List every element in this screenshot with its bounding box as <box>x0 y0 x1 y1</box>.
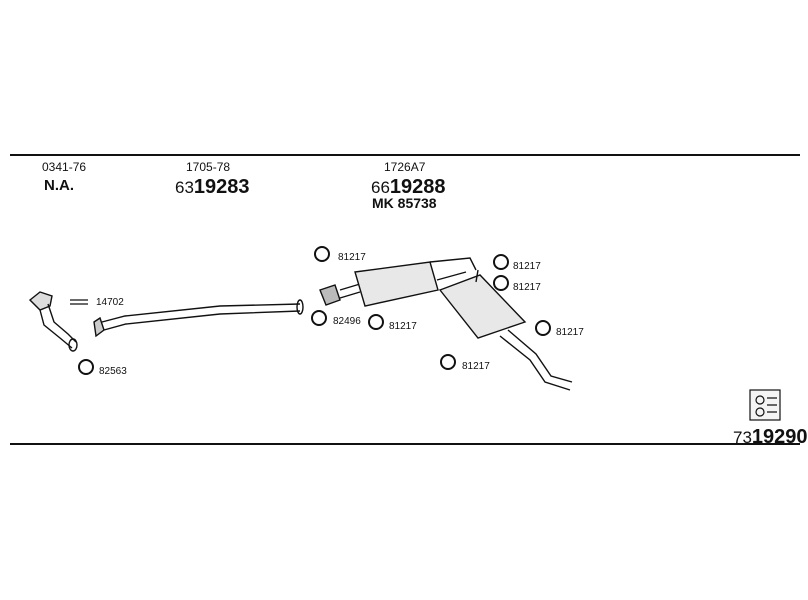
top-rule <box>10 154 800 156</box>
clamp-ring-f <box>440 354 456 370</box>
kit-icon <box>749 389 781 421</box>
clamp-ring-e <box>535 320 551 336</box>
part-number-col2: 6319283 <box>175 177 250 197</box>
clamp-ring-b <box>493 254 509 270</box>
label-clamp-f: 81217 <box>462 361 490 372</box>
label-clamp-a: 81217 <box>338 252 366 263</box>
label-seal: 82496 <box>333 316 361 327</box>
code-col2: 1705-78 <box>186 160 231 174</box>
clamp-ring-a <box>314 246 330 262</box>
center-muffler <box>319 257 477 307</box>
kit-number: 7319290 <box>733 427 808 447</box>
clamp-ring-c <box>493 275 509 291</box>
label-clamp-d: 81217 <box>389 321 417 332</box>
code-col3: 1726A7 <box>384 160 426 174</box>
middle-pipe <box>93 299 304 338</box>
code-col1: 0341-76 <box>42 160 87 174</box>
bottom-rule <box>10 443 800 445</box>
part-main: 19288 <box>389 176 446 198</box>
part-prefix: 66 <box>371 178 390 197</box>
gasket-ring <box>78 359 94 375</box>
label-bolt: 14702 <box>96 297 124 308</box>
kit-main: 19290 <box>751 426 808 448</box>
label-clamp-c: 81217 <box>513 282 541 293</box>
value-col1: N.A. <box>44 177 74 194</box>
part-prefix: 63 <box>175 178 194 197</box>
label-gasket: 82563 <box>99 366 127 377</box>
label-clamp-e: 81217 <box>556 327 584 338</box>
downpipe <box>28 291 78 352</box>
rear-muffler <box>438 269 573 391</box>
bolt-part <box>70 299 88 305</box>
part-number-col3: 6619288 <box>371 177 446 197</box>
label-clamp-b: 81217 <box>513 261 541 272</box>
clamp-ring-d <box>368 314 384 330</box>
kit-prefix: 73 <box>733 428 752 447</box>
part-main: 19283 <box>193 176 250 198</box>
mk-number: MK 85738 <box>372 195 437 211</box>
seal-ring <box>311 310 327 326</box>
